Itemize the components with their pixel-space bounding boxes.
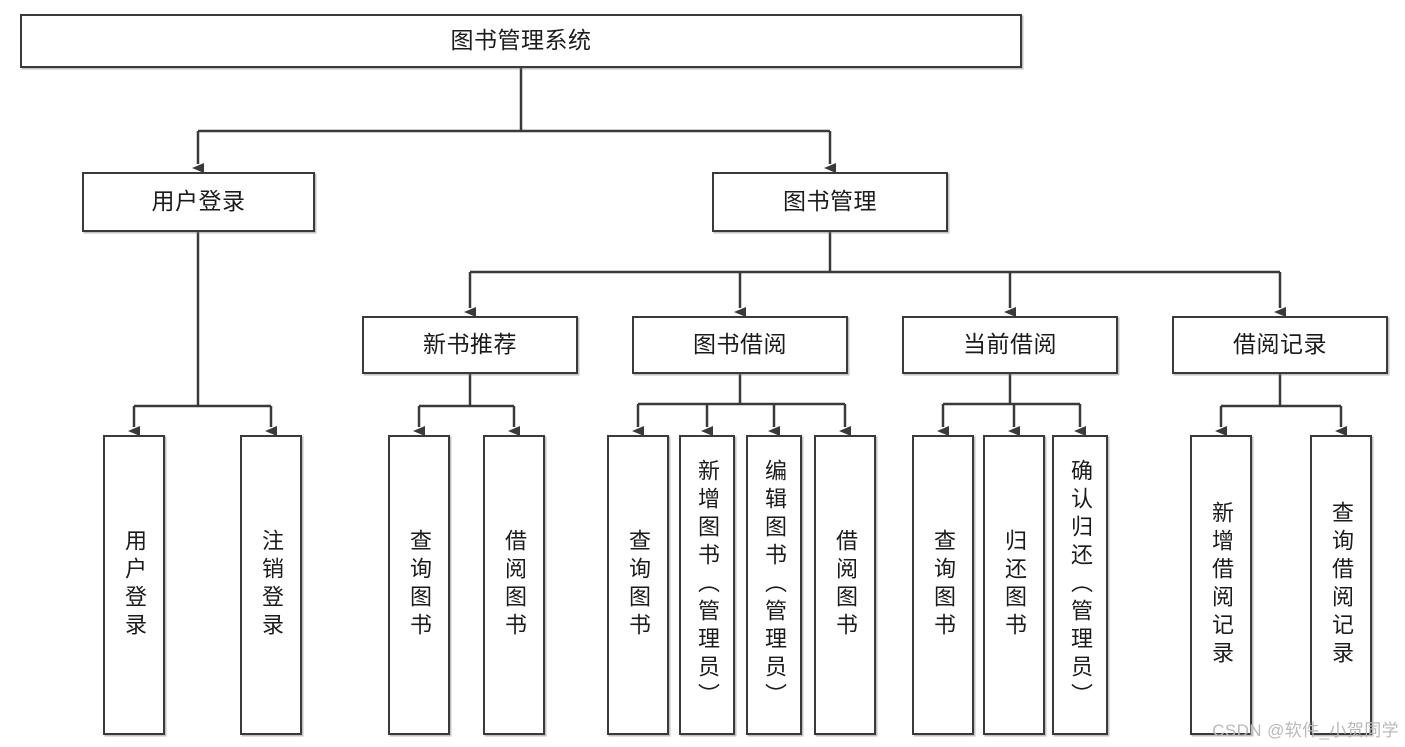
node-new-book-recommend[interactable]: 新书推荐 (362, 316, 578, 374)
node-borrow-record[interactable]: 借阅记录 (1172, 316, 1388, 374)
node-leaf-edit-book-admin[interactable]: 编辑图书（管理员） (746, 435, 802, 735)
node-leaf-query-book-borrow[interactable]: 查询图书 (607, 435, 669, 735)
node-leaf-borrow-book-label: 借阅图书 (832, 529, 858, 641)
node-leaf-query-book-rec[interactable]: 查询图书 (388, 435, 450, 735)
node-leaf-user-login[interactable]: 用户登录 (103, 435, 165, 735)
node-book-borrow-label: 图书借阅 (693, 331, 787, 358)
node-leaf-add-borrow-record-label: 新增借阅记录 (1208, 501, 1234, 669)
node-leaf-query-book-rec-label: 查询图书 (406, 529, 432, 641)
node-leaf-return-book-label: 归还图书 (1001, 529, 1027, 641)
node-leaf-query-book-cur-label: 查询图书 (930, 529, 956, 641)
node-current-borrow-label: 当前借阅 (963, 331, 1057, 358)
node-leaf-query-book-borrow-label: 查询图书 (625, 529, 651, 641)
node-user-login-label: 用户登录 (151, 188, 246, 215)
node-root-label: 图书管理系统 (450, 27, 592, 54)
node-leaf-query-borrow-record[interactable]: 查询借阅记录 (1310, 435, 1372, 735)
node-root[interactable]: 图书管理系统 (20, 14, 1022, 68)
node-new-book-recommend-label: 新书推荐 (423, 331, 517, 358)
node-leaf-add-borrow-record[interactable]: 新增借阅记录 (1190, 435, 1252, 735)
node-leaf-add-book-admin-label: 新增图书（管理员） (694, 459, 720, 711)
node-user-login[interactable]: 用户登录 (82, 172, 315, 232)
node-leaf-logout[interactable]: 注销登录 (240, 435, 302, 735)
csdn-watermark: CSDN @软件_小贺同学 (1212, 721, 1399, 740)
node-leaf-query-borrow-record-label: 查询借阅记录 (1328, 501, 1354, 669)
node-leaf-borrow-book-rec-label: 借阅图书 (501, 529, 527, 641)
node-leaf-user-login-label: 用户登录 (121, 529, 147, 641)
node-leaf-query-book-cur[interactable]: 查询图书 (912, 435, 974, 735)
node-borrow-record-label: 借阅记录 (1233, 331, 1327, 358)
node-leaf-edit-book-admin-label: 编辑图书（管理员） (761, 459, 787, 711)
node-leaf-confirm-return-admin[interactable]: 确认归还（管理员） (1052, 435, 1108, 735)
node-leaf-add-book-admin[interactable]: 新增图书（管理员） (679, 435, 735, 735)
node-leaf-borrow-book-rec[interactable]: 借阅图书 (483, 435, 545, 735)
node-leaf-borrow-book[interactable]: 借阅图书 (814, 435, 876, 735)
node-leaf-confirm-return-admin-label: 确认归还（管理员） (1067, 459, 1093, 711)
node-leaf-return-book[interactable]: 归还图书 (983, 435, 1045, 735)
node-book-management-label: 图书管理 (783, 188, 877, 215)
node-leaf-logout-label: 注销登录 (258, 529, 284, 641)
node-book-borrow[interactable]: 图书借阅 (632, 316, 848, 374)
node-current-borrow[interactable]: 当前借阅 (902, 316, 1118, 374)
node-book-management[interactable]: 图书管理 (712, 172, 948, 232)
